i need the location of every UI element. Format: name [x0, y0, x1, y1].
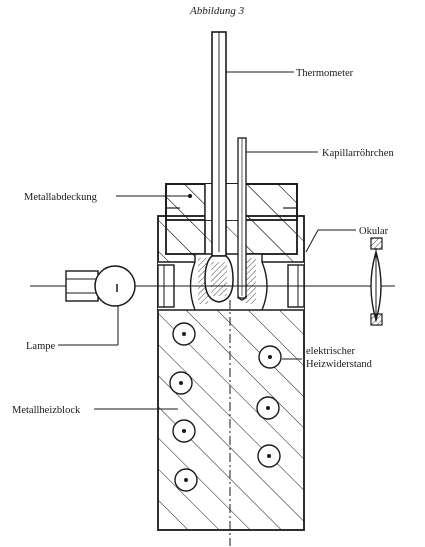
heater-resistor — [257, 444, 281, 468]
heater-resistor — [174, 468, 198, 492]
label-capillary: Kapillarröhrchen — [322, 148, 394, 159]
label-eyepiece: Okular — [359, 226, 389, 237]
label-metal-block: Metallheizblock — [12, 405, 81, 416]
heater-resistor — [172, 419, 196, 443]
label-metal-cover: Metallabdeckung — [24, 192, 98, 203]
capillary-tube — [237, 137, 247, 301]
heater-resistor — [172, 322, 196, 346]
label-thermometer: Thermometer — [296, 68, 354, 79]
eyepiece — [370, 237, 383, 326]
thermometer — [204, 31, 234, 303]
leader-lines — [58, 71, 356, 410]
heater-resistor — [169, 371, 193, 395]
lamp — [65, 265, 136, 307]
heating-resistors — [169, 322, 282, 492]
label-heater-line1: elektrischer — [306, 346, 355, 357]
label-heater-line2: Heizwiderstand — [306, 359, 373, 370]
heater-resistor — [258, 345, 282, 369]
figure-caption: Abbildung 3 — [189, 5, 245, 17]
heater-resistor — [256, 396, 280, 420]
label-lamp: Lampe — [26, 341, 55, 352]
